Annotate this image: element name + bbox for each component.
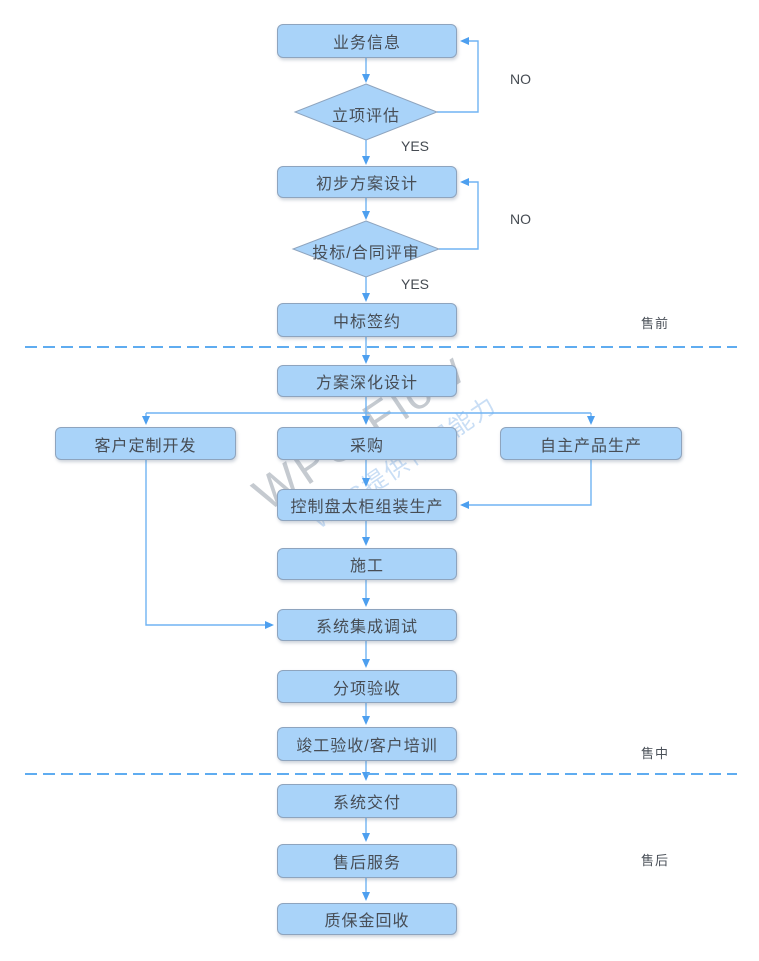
node-custom-development[interactable]: 客户定制开发 (55, 427, 236, 460)
node-label: 方案深化设计 (315, 375, 418, 392)
node-procurement[interactable]: 采购 (277, 427, 457, 460)
edge-evaluation-no-loop (437, 37, 479, 113)
node-label: 中标签约 (332, 314, 401, 331)
node-bid-contract-review-shape[interactable] (291, 220, 441, 278)
node-label: 施工 (349, 558, 384, 575)
node-label: 初步方案设计 (315, 176, 418, 193)
node-win-bid-sign[interactable]: 中标签约 (277, 303, 457, 337)
node-warranty-recovery[interactable]: 质保金回收 (277, 903, 457, 935)
node-label: 自主产品生产 (539, 437, 642, 455)
edge-label-yes-1: YES (401, 138, 430, 154)
node-system-delivery[interactable]: 系统交付 (277, 784, 457, 818)
node-label: 业务信息 (332, 35, 401, 52)
node-subitem-acceptance[interactable]: 分项验收 (277, 670, 457, 703)
phase-label-midsale: 售中 (641, 746, 670, 761)
node-project-evaluation-shape[interactable] (293, 83, 439, 141)
node-construction[interactable]: 施工 (277, 548, 457, 580)
node-label: 售后服务 (332, 855, 401, 872)
edge-review-no-loop (439, 178, 479, 250)
edge-label-no-1: NO (510, 71, 531, 87)
edge-label-no-2: NO (510, 211, 531, 227)
phase-label-presale: 售前 (641, 316, 670, 331)
node-label: 系统交付 (332, 795, 401, 812)
node-design-deepening[interactable]: 方案深化设计 (277, 365, 457, 397)
node-preliminary-design[interactable]: 初步方案设计 (277, 166, 457, 198)
node-own-product[interactable]: 自主产品生产 (500, 427, 682, 460)
node-label: 控制盘太柜组装生产 (290, 499, 444, 516)
node-cabinet-assembly[interactable]: 控制盘太柜组装生产 (277, 489, 457, 521)
node-label: 客户定制开发 (94, 437, 197, 455)
node-label: 采购 (349, 437, 384, 455)
node-business-info[interactable]: 业务信息 (277, 24, 457, 58)
edge-custom-to-integration (145, 460, 274, 629)
node-project-evaluation-label: 立项评估 (331, 108, 400, 125)
node-bid-contract-review-label: 投标/合同评审 (312, 245, 420, 262)
node-label: 质保金回收 (324, 913, 410, 930)
phase-label-aftersale: 售后 (641, 853, 670, 868)
node-label: 分项验收 (332, 680, 401, 698)
node-label: 竣工验收/客户培训 (296, 738, 438, 755)
edge-own-product-to-cabinet (460, 460, 592, 509)
node-completion-training[interactable]: 竣工验收/客户培训 (277, 727, 457, 761)
node-label: 系统集成调试 (315, 619, 418, 636)
edge-label-yes-2: YES (401, 276, 430, 292)
node-integration-debug[interactable]: 系统集成调试 (277, 609, 457, 641)
node-after-sales-service[interactable]: 售后服务 (277, 844, 457, 878)
